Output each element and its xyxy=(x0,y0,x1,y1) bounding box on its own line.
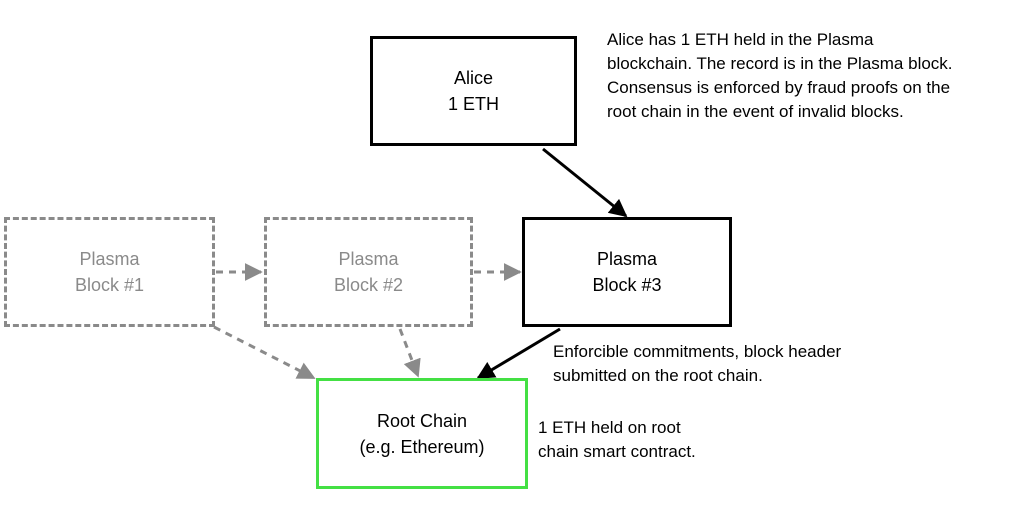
node-plasma-block-1-line2: Block #1 xyxy=(74,275,145,295)
note-alice-line-2: blockchain. The record is in the Plasma … xyxy=(607,54,953,73)
note-alice-line-4: root chain in the event of invalid block… xyxy=(607,102,904,121)
note-alice-line-3: Consensus is enforced by fraud proofs on… xyxy=(607,78,951,97)
note-commitments-line-1: Enforcible commitments, block header xyxy=(553,342,842,361)
node-plasma-block-2-line2: Block #2 xyxy=(333,275,404,295)
node-plasma-block-2: Plasma Block #2 xyxy=(264,217,473,327)
node-root-chain-line1: Root Chain xyxy=(376,410,468,431)
node-root-chain-line2: (e.g. Ethereum) xyxy=(359,436,485,457)
node-plasma-block-1: Plasma Block #1 xyxy=(4,217,215,327)
note-alice-explanation: Alice has 1 ETH held in the Plasma block… xyxy=(607,28,953,124)
node-root-chain: Root Chain (e.g. Ethereum) xyxy=(316,378,528,489)
node-plasma-block-3-line2: Block #3 xyxy=(592,275,662,295)
node-plasma-block-3: Plasma Block #3 xyxy=(522,217,732,327)
note-root-line-1: 1 ETH held on root xyxy=(538,418,681,437)
note-alice-line-1: Alice has 1 ETH held in the Plasma xyxy=(607,30,874,49)
arrow-block2-to-root xyxy=(398,328,421,378)
node-plasma-block-3-line1: Plasma xyxy=(596,249,658,269)
arrow-block1-to-root xyxy=(213,325,316,380)
node-alice: Alice 1 ETH xyxy=(370,36,577,146)
note-commitments-line-2: submitted on the root chain. xyxy=(553,366,763,385)
note-root-line-2: chain smart contract. xyxy=(538,442,696,461)
arrow-block3-to-root xyxy=(476,327,561,380)
note-root-contract: 1 ETH held on root chain smart contract. xyxy=(538,416,696,464)
node-plasma-block-2-line1: Plasma xyxy=(338,249,399,269)
note-commitments: Enforcible commitments, block header sub… xyxy=(553,340,841,388)
arrow-alice-to-block3 xyxy=(542,147,628,218)
node-alice-balance: 1 ETH xyxy=(447,94,499,114)
node-alice-name: Alice xyxy=(453,68,493,88)
node-plasma-block-1-line1: Plasma xyxy=(79,249,140,269)
